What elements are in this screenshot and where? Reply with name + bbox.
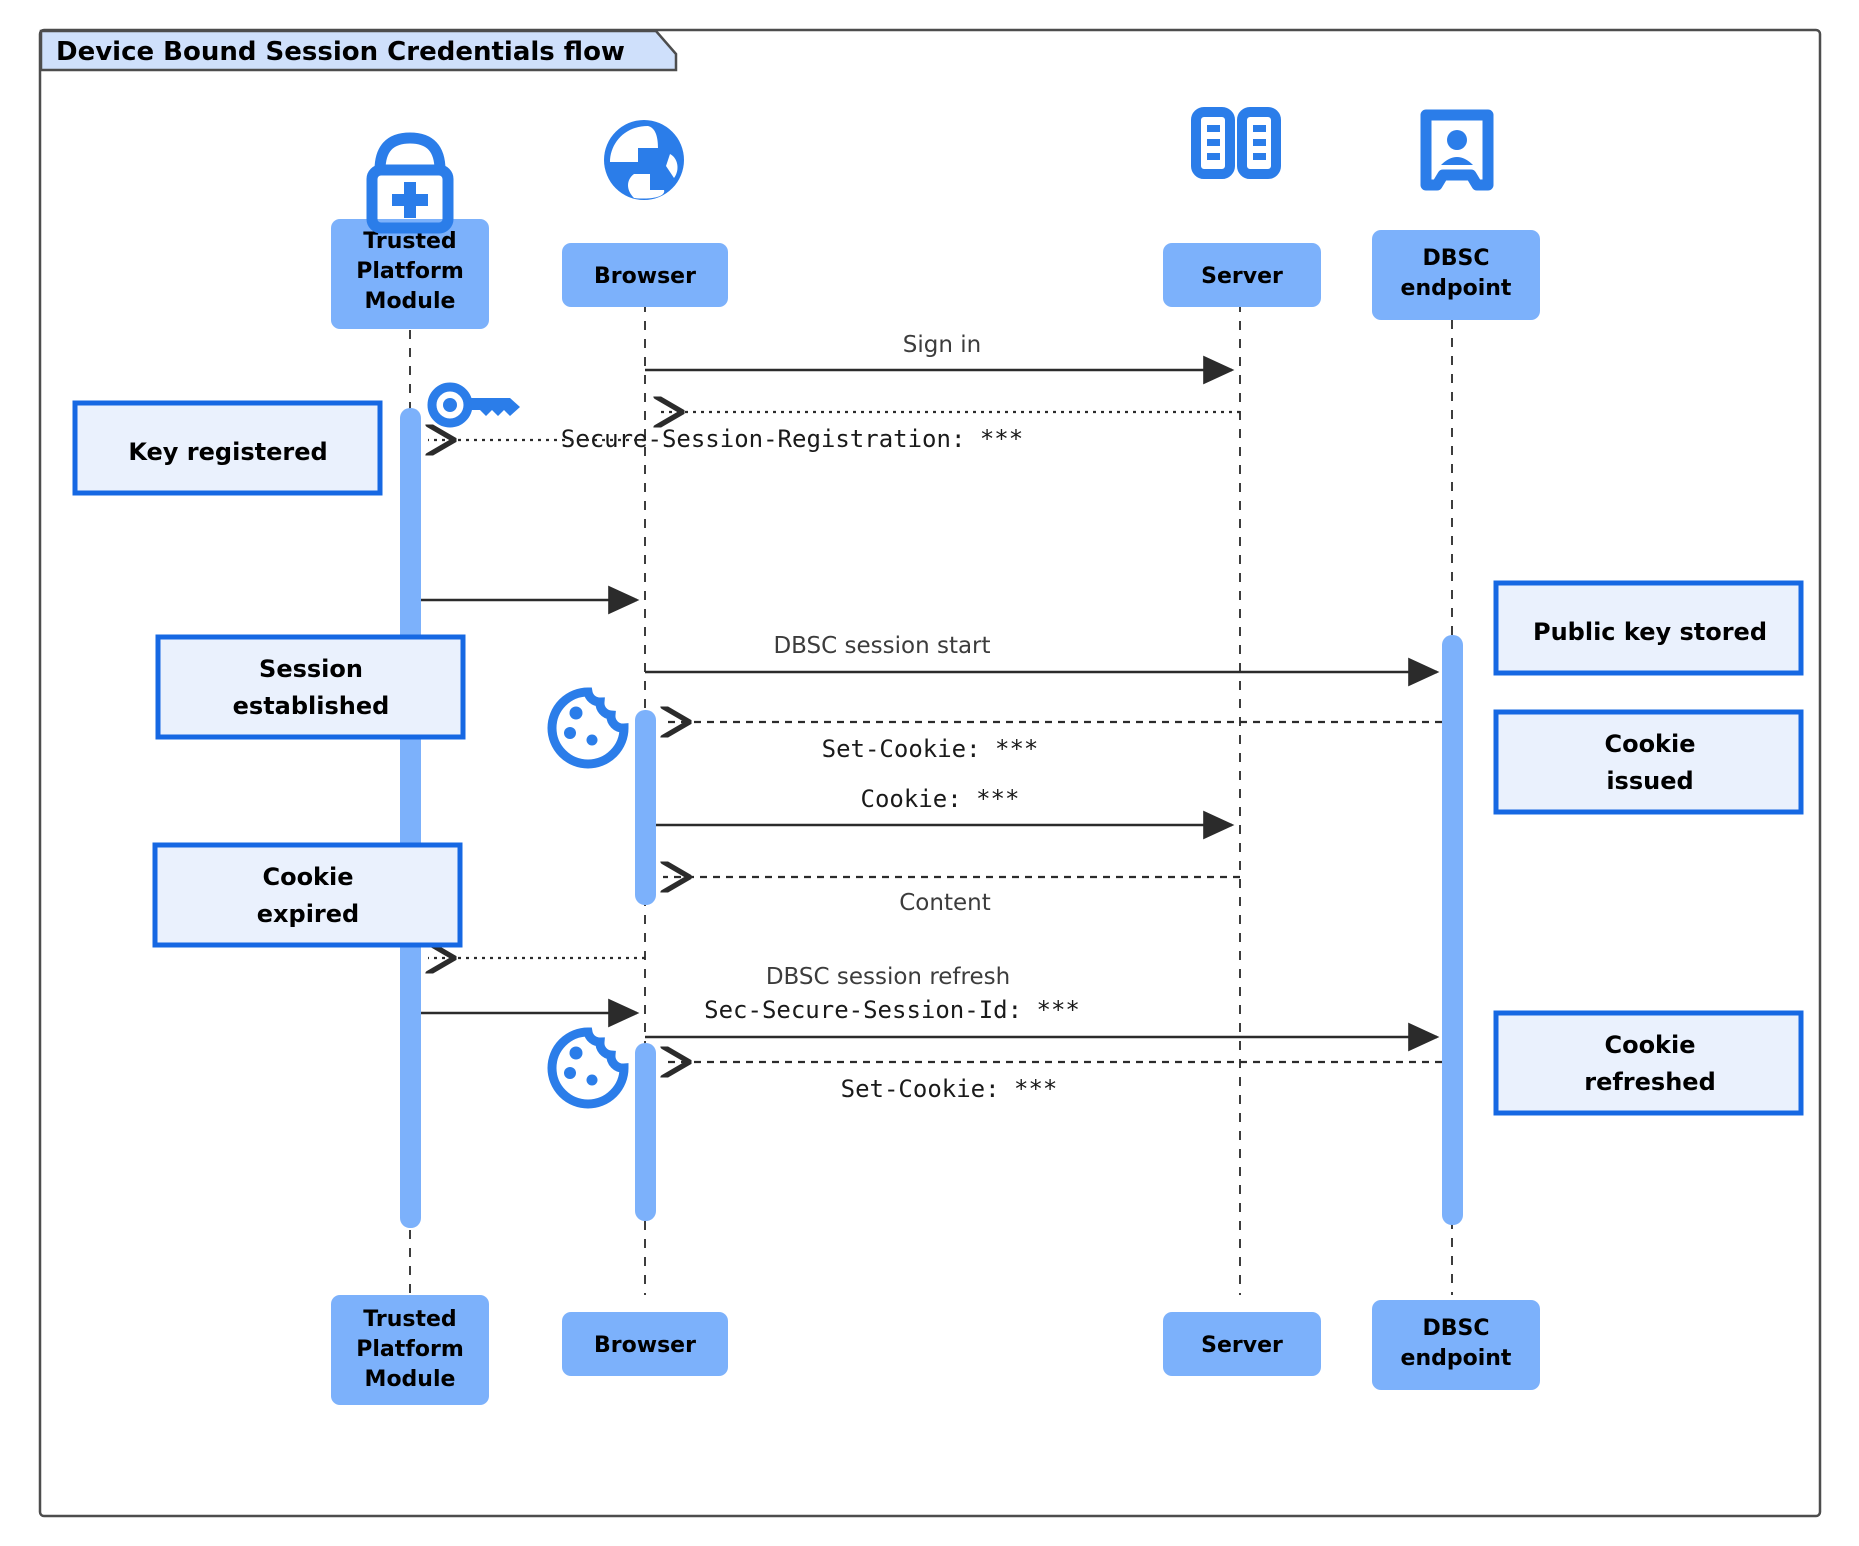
note-key-registered <box>72 400 383 496</box>
diagram-title: Device Bound Session Credentials flow <box>56 37 625 67</box>
participant-box-tpm-top <box>331 219 489 329</box>
participant-box-dbsc-top <box>1372 230 1540 320</box>
server-racks-icon <box>1191 107 1281 179</box>
message-label-set-cookie-2: Set-Cookie: *** <box>841 1075 1058 1103</box>
note-cookie-refreshed-line1: Cookie <box>1604 1031 1695 1059</box>
note-key-registered-line1: Key registered <box>128 438 327 466</box>
participant-label-tpm-top-line3: Module <box>365 289 456 314</box>
participant-box-server-top <box>1163 243 1321 307</box>
participant-box-tpm-bottom <box>331 1295 489 1405</box>
id-badge-icon <box>1420 109 1494 191</box>
participant-label-browser-top: Browser <box>594 264 696 289</box>
participant-label-server-top: Server <box>1201 264 1283 289</box>
participant-box-browser-top <box>562 243 728 307</box>
activation-browser-1 <box>635 710 656 905</box>
note-cookie-expired-line1: Cookie <box>262 863 353 891</box>
message-label-set-cookie-1: Set-Cookie: *** <box>822 735 1039 763</box>
participant-label-dbsc-bottom-line2: endpoint <box>1401 1346 1512 1371</box>
participant-label-dbsc-top-line1: DBSC <box>1422 246 1489 271</box>
lock-plus-icon <box>366 132 454 234</box>
activation-browser-2 <box>635 1043 656 1221</box>
participant-label-tpm-bottom-line3: Module <box>365 1367 456 1392</box>
globe-icon <box>604 120 684 200</box>
note-session-established <box>155 634 466 740</box>
frame-title-tab <box>39 29 678 72</box>
note-public-key-stored <box>1493 580 1804 676</box>
message-label-sec-secure-session-id: Sec-Secure-Session-Id: *** <box>704 996 1080 1024</box>
participant-label-dbsc-bottom-line1: DBSC <box>1422 1316 1489 1341</box>
participant-box-browser-bottom <box>562 1312 728 1376</box>
note-cookie-refreshed <box>1493 1010 1804 1116</box>
participant-label-tpm-bottom-line1: Trusted <box>363 1307 456 1332</box>
message-label-cookie: Cookie: *** <box>861 785 1020 813</box>
note-cookie-issued-line1: Cookie <box>1604 730 1695 758</box>
note-public-key-stored-line1: Public key stored <box>1533 618 1767 646</box>
note-cookie-issued-line2: issued <box>1606 767 1693 795</box>
message-label-sign-in: Sign in <box>903 332 981 358</box>
note-cookie-expired-line2: expired <box>257 900 359 928</box>
participant-label-tpm-bottom-line2: Platform <box>356 1337 464 1362</box>
message-label-dbsc-session-start: DBSC session start <box>773 633 990 659</box>
note-cookie-issued <box>1493 709 1804 815</box>
cookie-icon <box>547 687 629 769</box>
participant-label-server-bottom: Server <box>1201 1333 1283 1358</box>
note-session-established-line2: established <box>233 692 390 720</box>
participant-label-browser-bottom: Browser <box>594 1333 696 1358</box>
message-label-dbsc-session-refresh: DBSC session refresh <box>766 964 1010 990</box>
participant-box-dbsc-bottom <box>1372 1300 1540 1390</box>
activation-tpm <box>400 408 421 1228</box>
cookie-icon <box>547 1027 629 1109</box>
key-icon <box>427 382 520 428</box>
participant-label-dbsc-top-line2: endpoint <box>1401 276 1512 301</box>
participant-label-tpm-top-line2: Platform <box>356 259 464 284</box>
participant-box-server-bottom <box>1163 1312 1321 1376</box>
activation-dbsc <box>1442 635 1463 1225</box>
message-label-content: Content <box>899 890 990 916</box>
message-label-secure-session-registration: Secure-Session-Registration: *** <box>561 425 1023 453</box>
note-session-established-line1: Session <box>259 655 363 683</box>
note-cookie-refreshed-line2: refreshed <box>1584 1068 1716 1096</box>
note-cookie-expired <box>152 842 463 948</box>
